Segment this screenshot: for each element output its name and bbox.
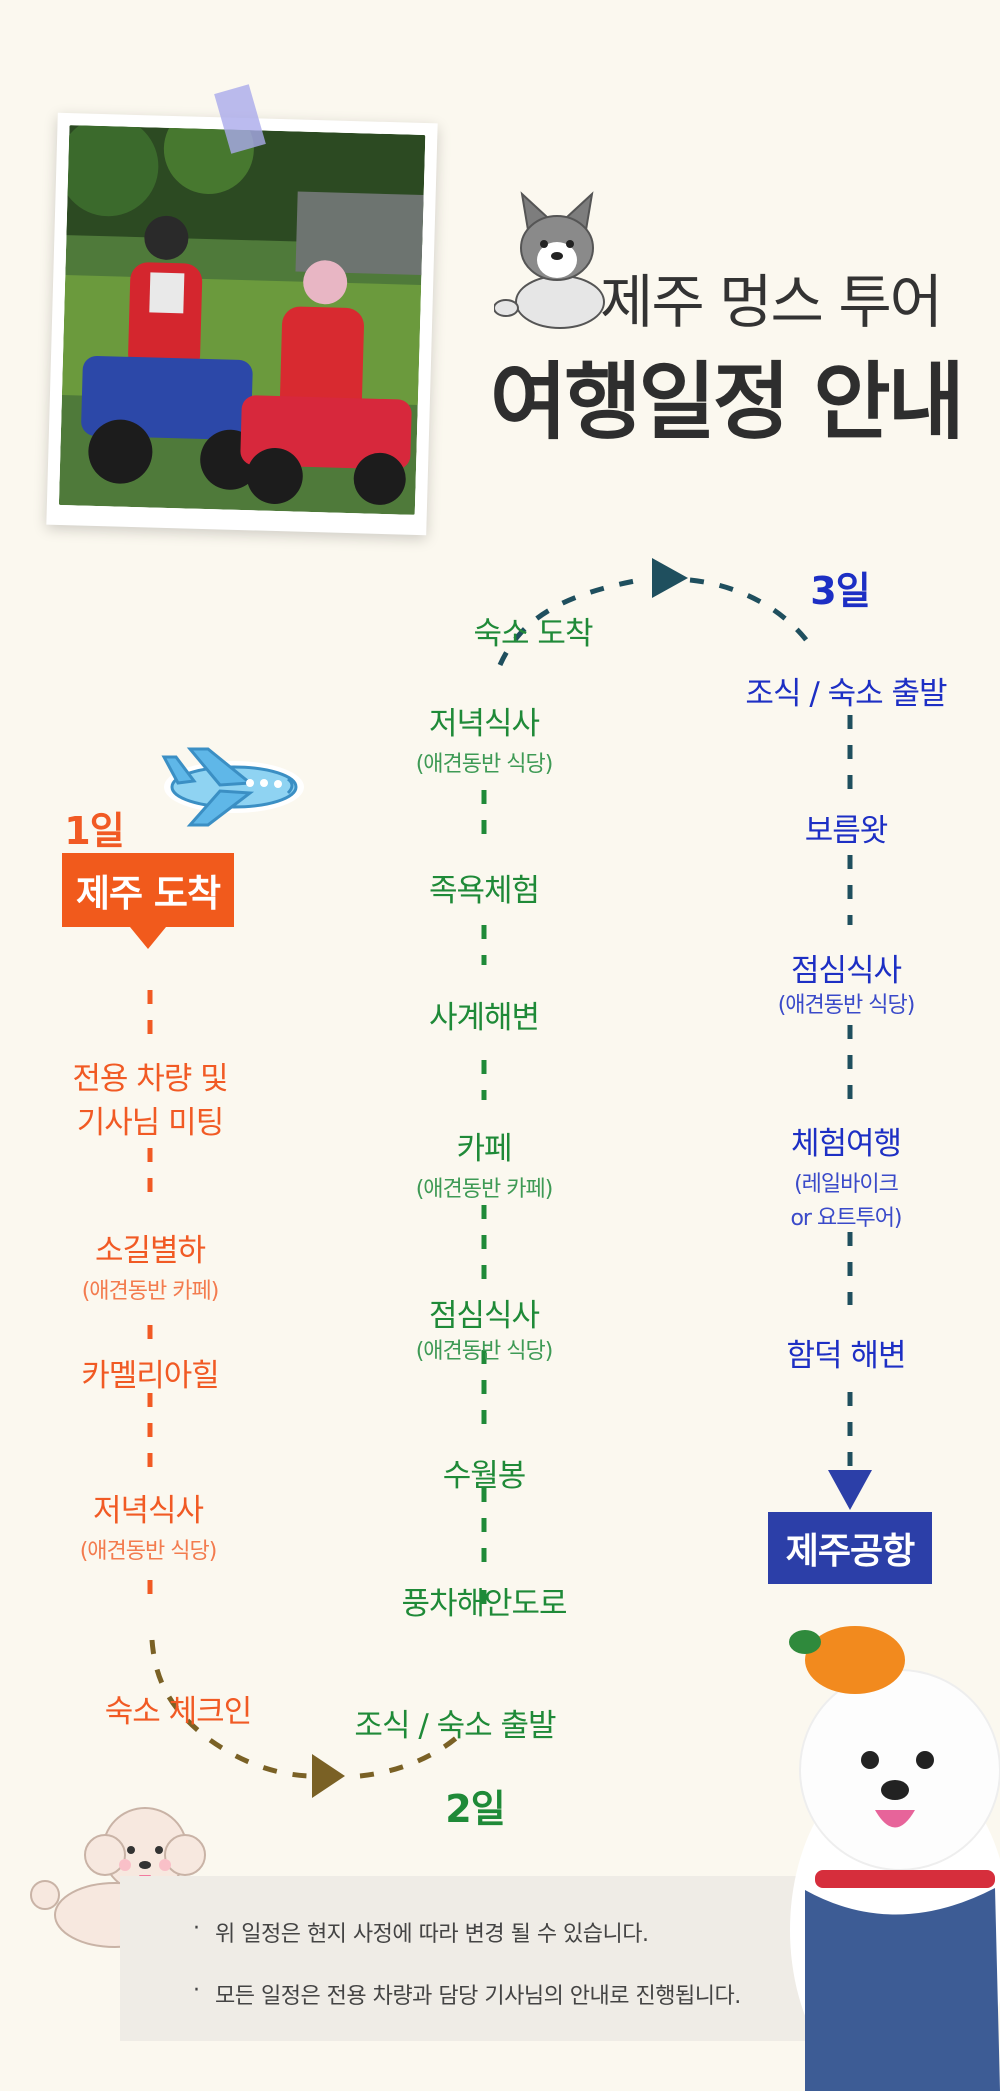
notice-box: [120, 1876, 820, 2041]
page-title: 여행일정 안내: [490, 353, 965, 451]
dog-cartoon-icon: [493, 190, 620, 330]
day2-item-4-sub: (애견동반 식당): [415, 1339, 554, 1364]
day2-item-2: 풍차해안도로: [401, 1586, 567, 1622]
day1-item-4-sub: (애견동반 식당): [79, 1539, 218, 1564]
day1-item-3: 카멜리아힐: [81, 1358, 220, 1394]
notice-line-1: 위 일정은 현지 사정에 따라 변경 될 수 있습니다.: [215, 1922, 649, 1947]
day2-item-8-sub: (애견동반 식당): [415, 752, 554, 777]
night1-route-curve: [149, 1639, 311, 1779]
day2-item-6: 사계해변: [428, 1000, 540, 1036]
day2-item-5-sub: (애견동반 카페): [415, 1177, 554, 1202]
day1-item-1-line1: 전용 차량 및: [72, 1061, 228, 1097]
arrow-right-icon-2: [652, 558, 688, 598]
poodle-cartoon: [25, 1795, 215, 1955]
day3-item-1: 조식 / 숙소 출발: [745, 676, 947, 712]
day1-item-1-line2: 기사님 미팅: [76, 1105, 224, 1141]
day3-item-3: 점심식사: [790, 953, 902, 989]
notice-line-2: 모든 일정은 전용 차량과 담당 기사님의 안내로 진행됩니다.: [215, 1984, 741, 2009]
day3-item-4: 체험여행: [790, 1126, 902, 1162]
arrow-right-icon: [312, 1754, 345, 1798]
day1-item-2-sub: (애견동반 카페): [81, 1279, 220, 1304]
start-box: 제주 도착: [62, 853, 234, 949]
night2-route-curve: [497, 577, 641, 667]
day3-item-5: 함덕 해변: [786, 1338, 907, 1374]
day2-label: 2일: [445, 1787, 505, 1831]
day1-item-5: 숙소 체크인: [104, 1694, 252, 1730]
page-subtitle: 제주 멍스 투어: [600, 268, 943, 336]
day3-item-3-sub: (애견동반 식당): [777, 993, 916, 1018]
maltese-photo: [775, 1620, 1000, 2091]
day3-item-4-sub-line2: or 요트투어): [790, 1206, 902, 1231]
airplane-icon: [150, 735, 310, 835]
day3-label: 3일: [810, 569, 870, 613]
day1-label: 1일: [64, 809, 124, 853]
photo-frame: [46, 112, 438, 536]
arrow-down-icon: [828, 1470, 872, 1510]
day2-item-9: 숙소 도착: [473, 616, 594, 652]
day1-item-2: 소길별하: [94, 1233, 206, 1269]
notice-bullet-2: ·: [193, 1978, 200, 2003]
day3-item-2: 보름왓: [804, 813, 889, 849]
notice-bullet-1: ·: [193, 1916, 200, 1941]
end-box: 제주공항: [768, 1512, 932, 1584]
atv-photo: [58, 125, 426, 515]
day2-item-4: 점심식사: [428, 1298, 540, 1334]
day2-item-8: 저녁식사: [428, 706, 540, 742]
day1-item-4: 저녁식사: [92, 1493, 204, 1529]
day3-item-4-sub-line1: (레일바이크: [794, 1172, 899, 1197]
day2-item-7: 족욕체험: [428, 873, 540, 909]
day2-item-5: 카페: [456, 1131, 512, 1167]
day2-item-1: 조식 / 숙소 출발: [354, 1708, 556, 1744]
day2-item-3: 수월봉: [442, 1458, 527, 1494]
